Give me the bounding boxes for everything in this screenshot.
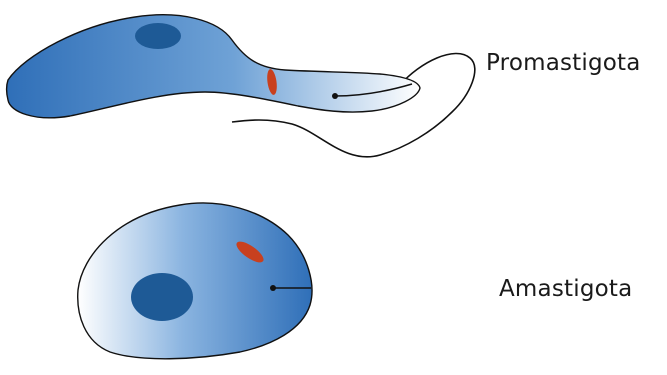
amastigote-basal-body (270, 285, 276, 291)
amastigote-cell (78, 203, 312, 359)
promastigote-basal-body (332, 93, 338, 99)
amastigote-label: Amastigota (499, 276, 632, 302)
promastigote-cell (7, 15, 475, 157)
amastigote-nucleus (131, 273, 193, 321)
promastigote-label: Promastigota (486, 50, 641, 76)
promastigote-body (7, 15, 421, 118)
amastigote-body (78, 203, 312, 359)
promastigote-nucleus (135, 23, 181, 49)
